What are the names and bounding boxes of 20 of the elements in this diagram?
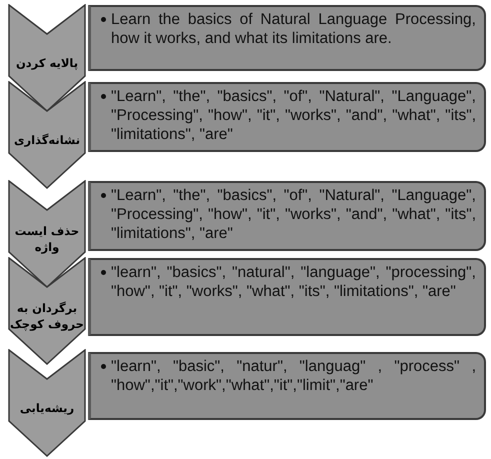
chevron-shape xyxy=(8,257,86,365)
text-panel xyxy=(88,352,486,420)
step-label: ریشه‌یابی xyxy=(18,400,76,417)
text-panel xyxy=(88,258,486,336)
bullet-text: "Learn", "the", "basics", "of", "Natural", "Language", "Processing", "how", "it", "works", "and", "what", "its", "limitations", "are" xyxy=(111,88,476,143)
step-label: پالایه کردن xyxy=(14,55,80,72)
chevron-shape xyxy=(8,81,86,189)
text-panel xyxy=(88,181,486,251)
step-label: نشانه‌گذاری xyxy=(12,132,82,149)
chevron-shape xyxy=(8,180,86,288)
bullet-text: "Learn", "the", "basics", "of", "Natural", "Language", "Processing", "how", "it", "works", "and", "what", "its", "limitations", "are" xyxy=(111,187,476,242)
chevron-shape xyxy=(8,4,86,112)
step-label: حذف ایست واژه xyxy=(14,223,80,256)
text-panel xyxy=(88,5,486,71)
text-panel xyxy=(88,82,486,152)
bullet-text: "learn", "basics", "natural", "language", "processing", "how", "it", "works", "what", "its", "limitations", "are" xyxy=(111,264,476,300)
chevron-shape xyxy=(8,349,86,457)
step-label: برگردان به حروف کوچک xyxy=(9,300,85,333)
bullet-text: "learn", "basic", "natur", "languag" , "process" , "how","it","work","what","it","limit","are" xyxy=(111,358,476,394)
bullet-text: Learn the basics of Natural Language Processing, how it works, and what its limitations are. xyxy=(111,11,476,47)
